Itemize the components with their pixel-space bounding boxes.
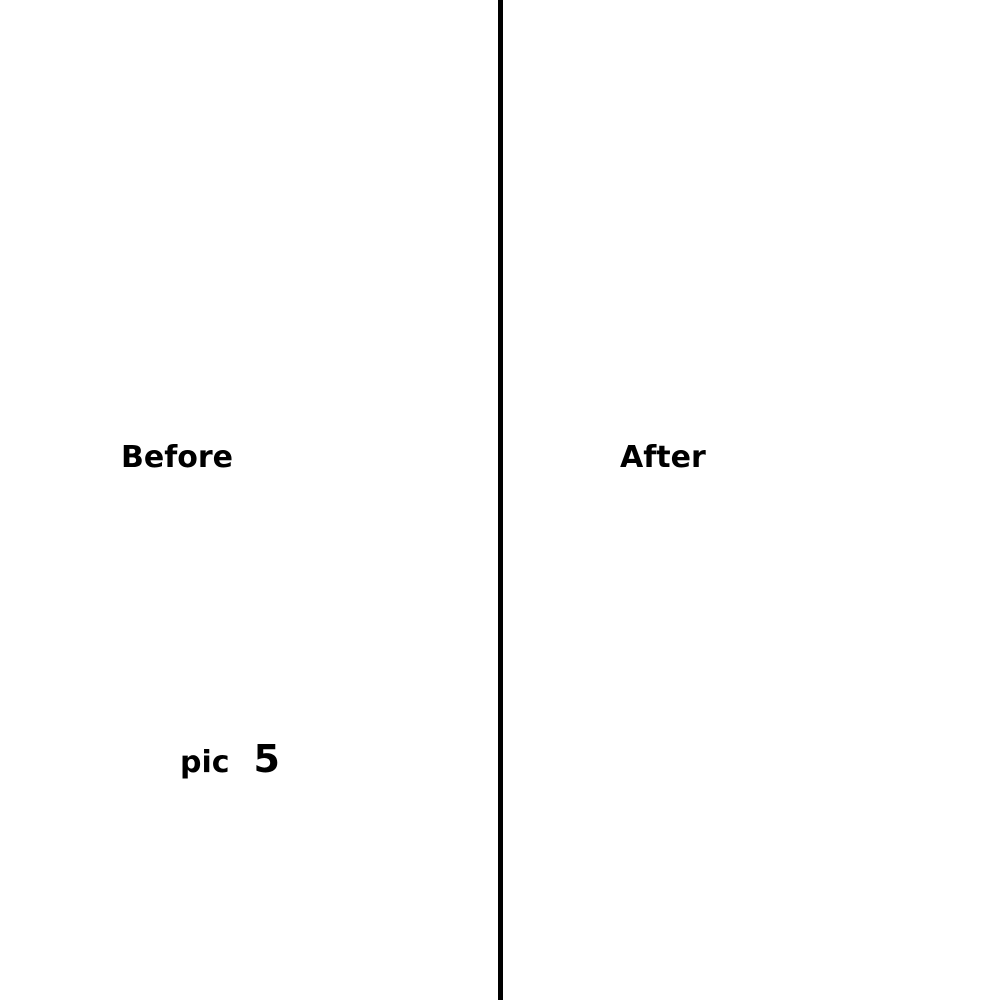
pic-caption-number: 5 — [253, 737, 280, 781]
after-label: After — [620, 440, 706, 475]
before-label: Before — [121, 440, 234, 475]
pic-caption-word: pic — [180, 745, 230, 780]
vertical-divider — [498, 0, 503, 1000]
pic-caption: pic 5 — [180, 740, 280, 778]
